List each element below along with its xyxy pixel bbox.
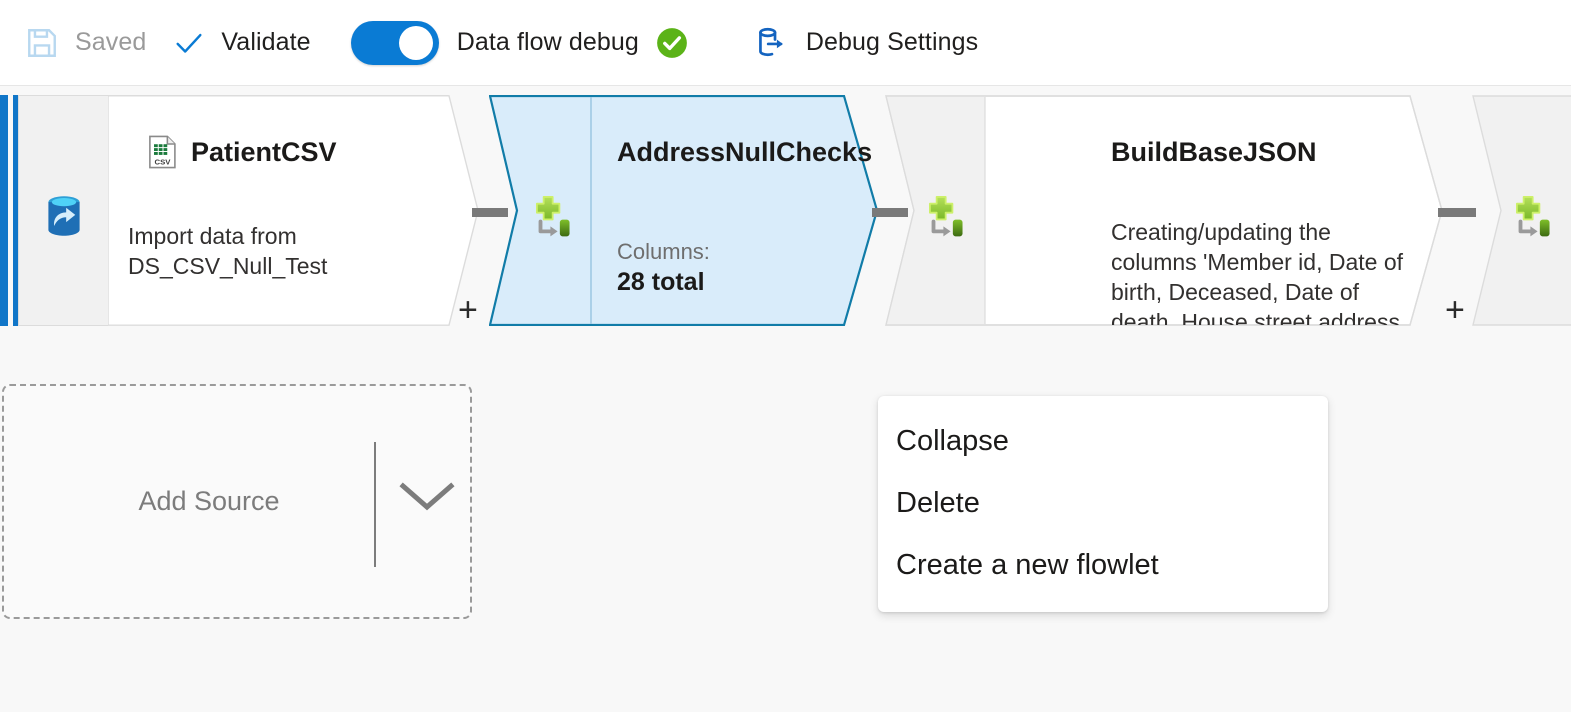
save-icon <box>24 25 60 61</box>
context-menu-item-create-flowlet[interactable]: Create a new flowlet <box>896 548 1159 581</box>
csv-file-icon: CSV <box>148 135 178 169</box>
node-patientcsv-outline <box>108 95 479 326</box>
node-addressnullchecks-meta-label: Columns: <box>617 239 710 264</box>
add-source-label: Add Source <box>138 486 280 516</box>
node-patientcsv-body[interactable] <box>108 95 478 326</box>
node-buildbasejson-title: BuildBaseJSON <box>1111 137 1317 167</box>
add-source-button[interactable]: Add Source <box>2 384 472 619</box>
node-patientcsv-description: Import data from DS_CSV_Null_Test <box>128 223 328 279</box>
node-patientcsv-title-row: CSV PatientCSV <box>148 135 337 169</box>
connector-1 <box>472 208 508 217</box>
validate-button[interactable]: Validate <box>166 15 316 71</box>
debug-settings-button[interactable]: Debug Settings <box>747 15 984 71</box>
node-addressnullchecks[interactable]: AddressNullChecks Columns: 28 total <box>489 95 879 326</box>
node-patientcsv-add-handle[interactable]: + <box>458 291 478 329</box>
dataflow-debug-toggle[interactable] <box>350 20 439 65</box>
node-addressnullchecks-meta: Columns: 28 total <box>617 237 710 297</box>
node-addressnullchecks-meta-value: 28 total <box>617 268 705 296</box>
save-button[interactable]: Saved <box>18 15 152 71</box>
derived-column-icon <box>525 191 583 247</box>
context-menu-item-collapse[interactable]: Collapse <box>896 424 1009 457</box>
debug-settings-icon <box>753 24 791 62</box>
context-menu-item-delete[interactable]: Delete <box>896 486 980 519</box>
dataflow-canvas[interactable]: CSV PatientCSV Import data from DS_CSV_N… <box>0 86 1571 712</box>
node-addressnullchecks-shape[interactable] <box>489 95 879 326</box>
derived-column-icon <box>918 191 976 247</box>
canvas-scroll-edge-thin <box>13 95 18 326</box>
dataflow-debug-label: Data flow debug <box>456 28 639 56</box>
node-buildbasejson-description: Creating/updating the columns 'Member id… <box>1111 219 1407 325</box>
node-addressnullchecks-title: AddressNullChecks <box>617 137 873 167</box>
node-buildbasejson-add-handle[interactable]: + <box>1445 291 1465 329</box>
canvas-scroll-edge-thick <box>0 95 8 326</box>
node-patientcsv[interactable]: CSV PatientCSV Import data from DS_CSV_N… <box>18 95 479 329</box>
checkmark-icon <box>172 26 206 60</box>
node-context-menu[interactable]: Collapse Delete Create a new flowlet <box>878 396 1328 612</box>
toggle-knob <box>398 25 433 60</box>
toolbar: Saved Validate Data flow debug <box>0 0 1571 86</box>
node-next-partial[interactable] <box>1472 95 1571 326</box>
debug-status-badge <box>655 26 689 60</box>
derived-column-icon <box>1505 191 1563 247</box>
node-patientcsv-title: PatientCSV <box>191 136 337 167</box>
add-source-divider <box>374 442 376 567</box>
source-database-icon <box>36 188 92 244</box>
svg-text:CSV: CSV <box>155 158 172 167</box>
save-label: Saved <box>75 28 147 56</box>
debug-settings-label: Debug Settings <box>805 28 979 56</box>
connector-2 <box>872 208 908 217</box>
node-buildbasejson[interactable]: BuildBaseJSON Creating/updating the colu… <box>885 95 1465 327</box>
chevron-down-icon[interactable] <box>396 474 458 523</box>
dataflow-debug-group: Data flow debug <box>345 15 695 71</box>
connector-3 <box>1438 208 1476 217</box>
validate-label: Validate <box>221 28 311 56</box>
